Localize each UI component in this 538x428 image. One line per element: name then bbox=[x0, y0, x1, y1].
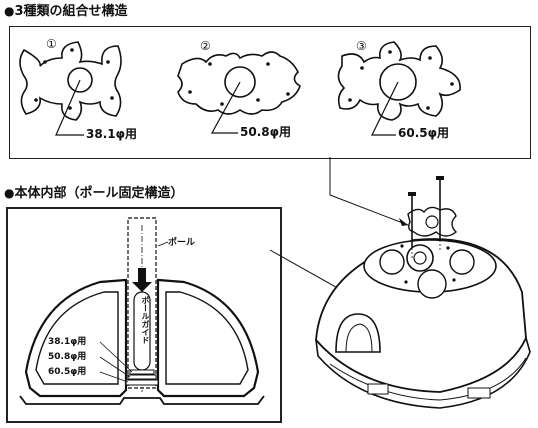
plate-number-3: ③ bbox=[356, 39, 367, 53]
pole-guide-label: ポールガイド bbox=[141, 296, 150, 344]
heading-text: 本体内部（ポール固定構造） bbox=[14, 186, 184, 201]
plate-number-1: ① bbox=[46, 37, 57, 51]
plate-size-label-60: 60.5φ用 bbox=[398, 126, 449, 140]
plate-50-illustration bbox=[177, 51, 301, 134]
base-product-illustration bbox=[315, 238, 531, 409]
section-heading-internal: ●本体内部（ポール固定構造） bbox=[4, 186, 184, 201]
section-heading-combination: ●3種類の組合せ構造 bbox=[4, 4, 128, 19]
plate-38-illustration bbox=[19, 41, 122, 136]
plate-number-2: ② bbox=[200, 39, 211, 53]
plate-size-label-38: 38.1φ用 bbox=[86, 127, 137, 141]
plate-60-illustration bbox=[337, 41, 461, 136]
bullet-icon: ● bbox=[4, 4, 15, 18]
pole-label: ポール bbox=[168, 238, 196, 248]
cross-section-size-50: 50.8φ用 bbox=[48, 352, 87, 362]
cross-section-size-60: 60.5φ用 bbox=[48, 367, 87, 377]
bullet-icon: ● bbox=[4, 186, 15, 200]
cross-section-size-38: 38.1φ用 bbox=[48, 337, 87, 347]
adapter-plate-with-screws bbox=[407, 176, 458, 258]
plate-size-label-50: 50.8φ用 bbox=[240, 125, 291, 139]
heading-text: 3種類の組合せ構造 bbox=[14, 4, 128, 19]
base-cross-section bbox=[19, 217, 265, 405]
